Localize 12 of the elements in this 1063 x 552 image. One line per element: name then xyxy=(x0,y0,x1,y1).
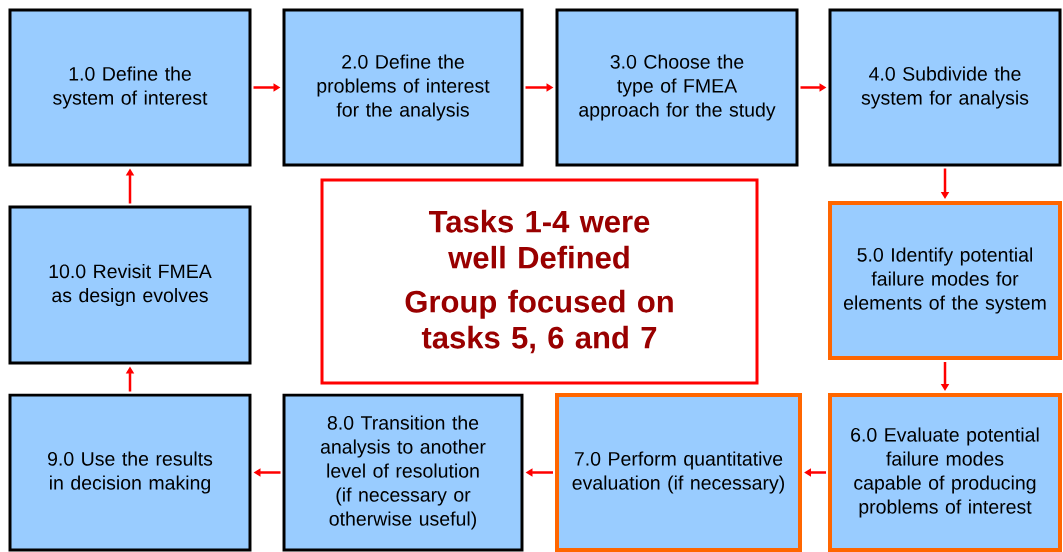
process-box: 10.0 Revisit FMEA as design evolves xyxy=(8,205,252,365)
process-box: 3.0 Choose the type of FMEA approach for the study xyxy=(555,8,799,167)
arrow xyxy=(804,468,826,477)
process-box: 1.0 Define the system of interest xyxy=(8,8,252,167)
process-box: 9.0 Use the results in decision making xyxy=(8,393,252,552)
process-box: 7.0 Perform quantitative evaluation (if necessary) xyxy=(555,393,802,552)
process-box: 6.0 Evaluate potential failure modes capable of producing problems of interest xyxy=(828,393,1062,552)
note-box: Tasks 1-4 were well Defined Group focused on tasks 5, 6 and 7 xyxy=(320,178,759,385)
process-box: 8.0 Transition the analysis to another level of resolution (if necessary or otherwise useful) xyxy=(282,393,524,552)
process-box: 2.0 Define the problems of interest for the analysis xyxy=(282,8,524,167)
process-box: 5.0 Identify potential failure modes for elements of the system xyxy=(828,201,1062,360)
process-box: 4.0 Subdivide the system for analysis xyxy=(828,8,1062,167)
